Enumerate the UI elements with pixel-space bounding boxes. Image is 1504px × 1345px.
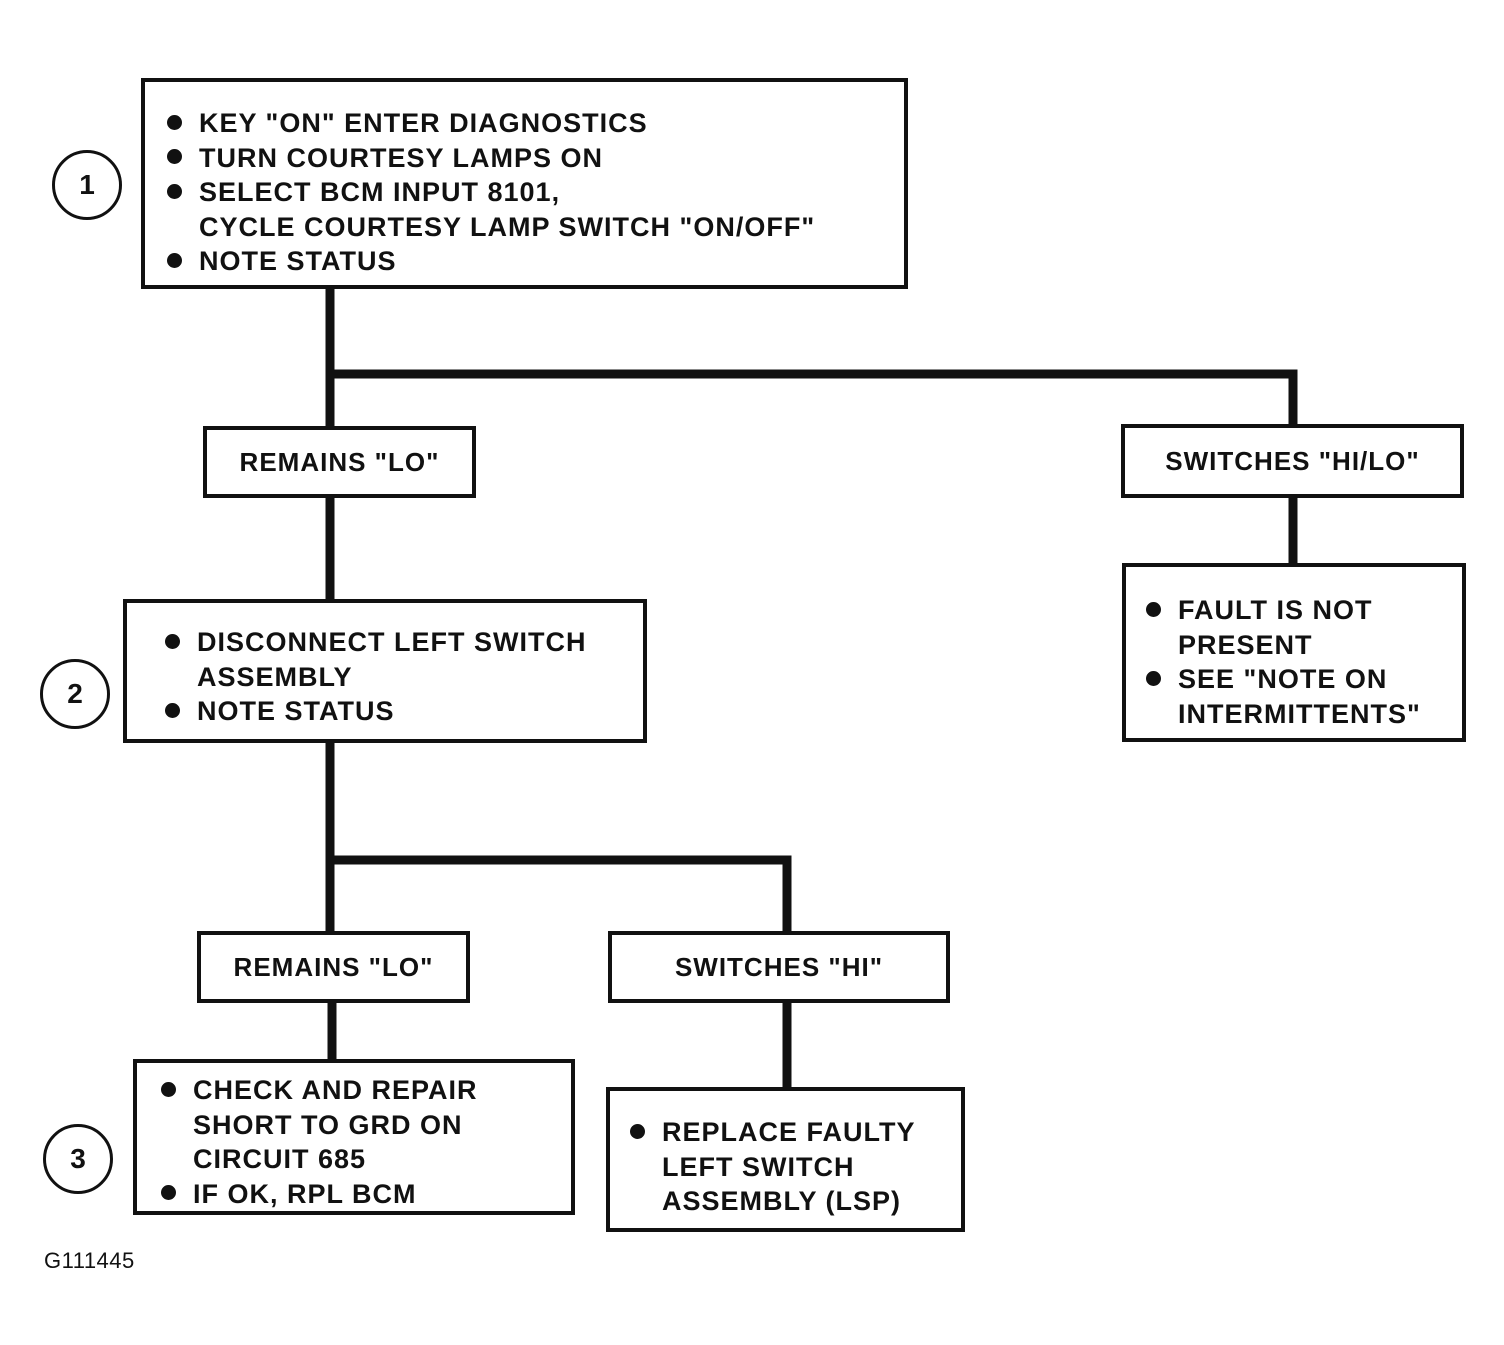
step-3-box: CHECK AND REPAIR SHORT TO GRD ON CIRCUIT 6… bbox=[133, 1059, 575, 1215]
bullet-text: FAULT IS NOT bbox=[1178, 595, 1373, 625]
branch-1-remains-lo: REMAINS "LO" bbox=[203, 426, 476, 498]
step-2-list: DISCONNECT LEFT SWITCH ASSEMBLY NOTE STATU… bbox=[161, 625, 633, 729]
branch-2-remains-lo: REMAINS "LO" bbox=[197, 931, 470, 1003]
connector-step1-branch bbox=[325, 283, 1298, 431]
bullet-text: NOTE STATUS bbox=[199, 246, 397, 276]
bullet-text: SELECT BCM INPUT 8101, bbox=[199, 177, 561, 207]
bullet-item: DISCONNECT LEFT SWITCH ASSEMBLY bbox=[161, 625, 633, 694]
branch-1-switches-hi-lo: SWITCHES "HI/LO" bbox=[1121, 424, 1464, 498]
bullet-item: TURN COURTESY LAMPS ON bbox=[163, 141, 890, 176]
step-1-number: 1 bbox=[52, 150, 122, 220]
bullet-text: KEY "ON" ENTER DIAGNOSTICS bbox=[199, 108, 648, 138]
step-1-box: KEY "ON" ENTER DIAGNOSTICS TURN COURTESY … bbox=[141, 78, 908, 289]
bullet-text: NOTE STATUS bbox=[197, 696, 395, 726]
bullet-text: CIRCUIT 685 bbox=[193, 1144, 367, 1174]
bullet-text: ASSEMBLY bbox=[197, 661, 353, 692]
bullet-item: SEE "NOTE ON INTERMITTENTS" bbox=[1142, 662, 1452, 731]
bullet-text: CYCLE COURTESY LAMP SWITCH "ON/OFF" bbox=[199, 211, 816, 242]
replace-switch-box: REPLACE FAULTY LEFT SWITCH ASSEMBLY (LSP) bbox=[606, 1087, 965, 1232]
bullet-text: PRESENT bbox=[1178, 629, 1313, 660]
step-3-list: CHECK AND REPAIR SHORT TO GRD ON CIRCUIT 6… bbox=[157, 1073, 563, 1211]
bullet-item: NOTE STATUS bbox=[163, 244, 890, 279]
bullet-text: CHECK AND REPAIR bbox=[193, 1075, 478, 1105]
bullet-text: SHORT TO GRD ON bbox=[193, 1109, 463, 1140]
step-1-list: KEY "ON" ENTER DIAGNOSTICS TURN COURTESY … bbox=[163, 106, 890, 279]
bullet-text: ASSEMBLY (LSP) bbox=[662, 1186, 902, 1216]
bullet-item: CHECK AND REPAIR SHORT TO GRD ON CIRCUIT 6… bbox=[157, 1073, 563, 1177]
fault-not-present-list: FAULT IS NOT PRESENT SEE "NOTE ON INTERMITT… bbox=[1142, 593, 1452, 731]
connector-step2-branch bbox=[325, 736, 792, 937]
bullet-text: IF OK, RPL BCM bbox=[193, 1178, 417, 1209]
replace-switch-list: REPLACE FAULTY LEFT SWITCH ASSEMBLY (LSP) bbox=[626, 1115, 953, 1219]
step-3-number: 3 bbox=[43, 1124, 113, 1194]
bullet-text: TURN COURTESY LAMPS ON bbox=[199, 142, 604, 173]
step-2-number: 2 bbox=[40, 659, 110, 729]
bullet-item: FAULT IS NOT PRESENT bbox=[1142, 593, 1452, 662]
bullet-item: SELECT BCM INPUT 8101, CYCLE COURTESY LAM… bbox=[163, 175, 890, 244]
fault-not-present-box: FAULT IS NOT PRESENT SEE "NOTE ON INTERMITT… bbox=[1122, 563, 1466, 742]
bullet-item: REPLACE FAULTY LEFT SWITCH ASSEMBLY (LSP) bbox=[626, 1115, 953, 1219]
bullet-item: KEY "ON" ENTER DIAGNOSTICS bbox=[163, 106, 890, 141]
bullet-item: NOTE STATUS bbox=[161, 694, 633, 729]
bullet-text: SEE "NOTE ON bbox=[1178, 664, 1388, 694]
bullet-text: DISCONNECT LEFT SWITCH bbox=[197, 627, 587, 657]
bullet-text: REPLACE FAULTY bbox=[662, 1117, 916, 1147]
bullet-text: LEFT SWITCH bbox=[662, 1151, 855, 1182]
step-2-box: DISCONNECT LEFT SWITCH ASSEMBLY NOTE STATU… bbox=[123, 599, 647, 743]
branch-2-switches-hi: SWITCHES "HI" bbox=[608, 931, 950, 1003]
bullet-item: IF OK, RPL BCM bbox=[157, 1177, 563, 1212]
bullet-text: INTERMITTENTS" bbox=[1178, 698, 1421, 729]
figure-id: G111445 bbox=[44, 1248, 135, 1273]
